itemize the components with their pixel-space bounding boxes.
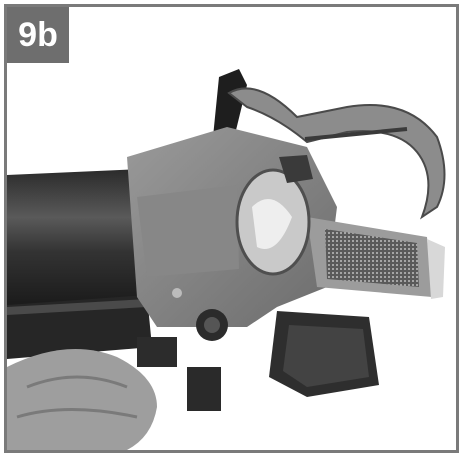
product-photo (7, 69, 446, 450)
step-label-badge: 9b (7, 7, 69, 63)
figure-frame: 9b (4, 4, 459, 453)
